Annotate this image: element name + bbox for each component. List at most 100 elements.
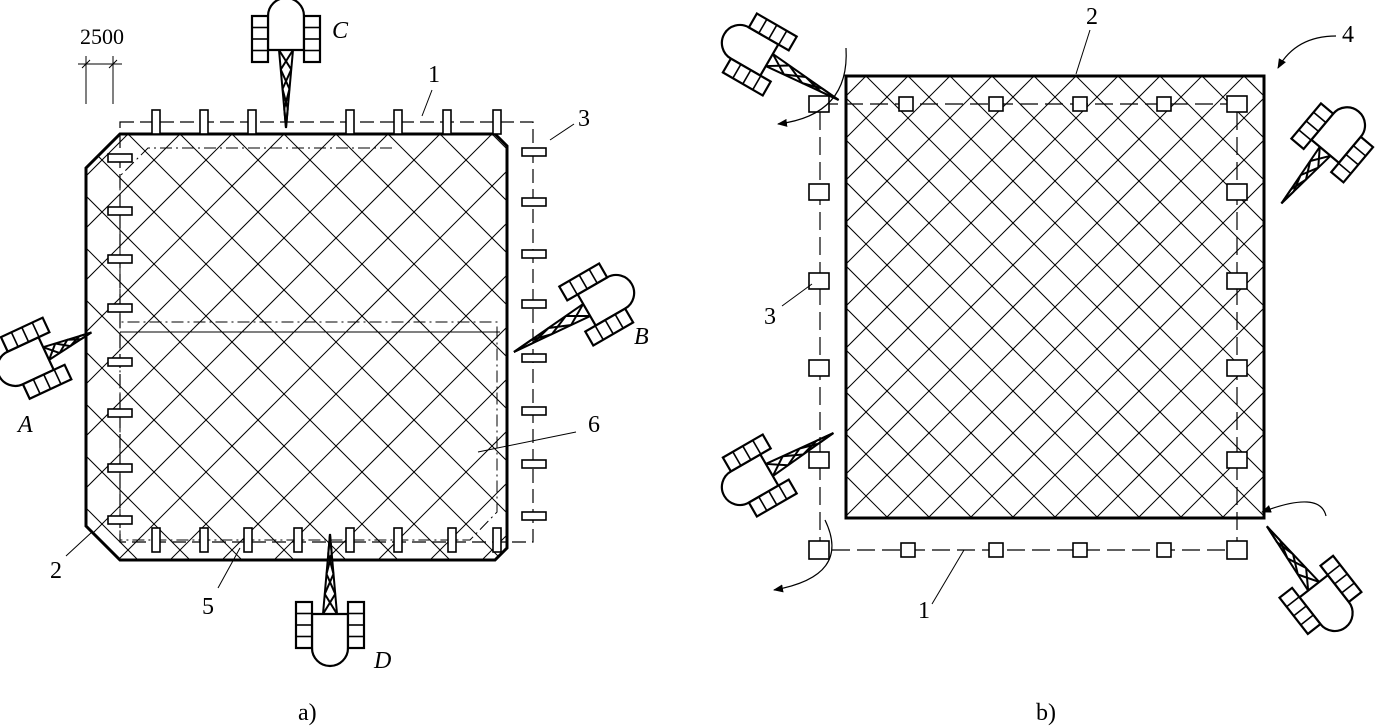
supports-b [808, 95, 1248, 560]
boom-lacing [1266, 525, 1281, 541]
support-block [808, 359, 830, 377]
diagram-b: 2 1 3 4 b) [298, 4, 1384, 726]
support-block [393, 527, 403, 553]
hatch-line [969, 223, 1264, 518]
hatch-line [846, 76, 1203, 433]
crane-group [720, 432, 834, 518]
callout-4-b: 4 [1342, 22, 1354, 48]
boom-lacing [323, 593, 338, 615]
track-link [778, 484, 788, 500]
hatch-line [86, 134, 493, 560]
support-block [521, 353, 547, 363]
boom-lacing [817, 432, 834, 445]
boom-lacing [816, 432, 834, 442]
support-block [521, 299, 547, 309]
boom-lacing [323, 573, 335, 595]
hatch-line [298, 76, 740, 518]
crane-bottom-left [720, 432, 834, 518]
crane-boom [278, 49, 294, 129]
crane-group [0, 316, 92, 401]
boom-lacing [532, 327, 550, 344]
support-block [521, 249, 547, 259]
hatch-line [865, 76, 1264, 475]
hatch-line [335, 134, 507, 560]
hatch-line [856, 134, 1282, 560]
hatch-line [283, 134, 507, 560]
hatch-line [846, 76, 1119, 349]
boom-lacing [787, 447, 801, 466]
boom-lacing [55, 342, 71, 348]
dimension-2500 [78, 56, 122, 104]
track-link [778, 30, 788, 46]
callout-2-b: 2 [1086, 4, 1098, 30]
boom-lacing [48, 343, 57, 361]
support-outline-a [119, 121, 534, 543]
supports-a [107, 109, 547, 553]
hatch-line [387, 134, 507, 560]
support-block [521, 459, 547, 469]
crane-label-b: B [634, 324, 649, 350]
track-link [614, 313, 624, 329]
track-link [748, 13, 758, 28]
hatch-line [429, 134, 507, 560]
hatch-line [169, 134, 507, 560]
support-block [247, 109, 257, 135]
support-block [199, 527, 209, 553]
crane-cab [266, 0, 306, 52]
boom-lacing [1290, 178, 1307, 191]
hatch-line [1053, 307, 1264, 518]
crane-track-left [0, 316, 51, 354]
crane-group [1266, 525, 1363, 636]
support-block [900, 542, 916, 558]
hatch-line [846, 76, 1035, 265]
track-link [1300, 614, 1314, 626]
support-block [988, 96, 1004, 112]
hatch-line [340, 76, 782, 518]
track-link [722, 58, 732, 73]
crane-track-right [721, 57, 773, 97]
crane-c [250, 0, 322, 129]
crane-top-right [1280, 101, 1375, 205]
hatch-line [86, 134, 181, 560]
hatch-line [1179, 433, 1264, 518]
callout-6-a: 6 [588, 412, 600, 438]
hatch-line [1159, 76, 1264, 181]
crane-d [294, 533, 366, 668]
track-link [624, 308, 634, 323]
boom-lacing [551, 315, 567, 335]
support-block [243, 527, 253, 553]
callout-3-a: 3 [578, 106, 590, 132]
crane-a [0, 316, 92, 401]
hatch-line [1370, 76, 1384, 518]
support-block [442, 109, 452, 135]
track-link [1293, 605, 1307, 617]
support-block [107, 153, 133, 163]
boom-lacing [281, 88, 289, 109]
track-link [1305, 120, 1319, 132]
boom-lacing [67, 338, 81, 341]
track-link [594, 325, 604, 341]
boom-lacing [325, 573, 337, 595]
track-link [1286, 596, 1300, 608]
support-block [521, 147, 547, 157]
boom-lacing [765, 64, 790, 68]
track-link [598, 263, 608, 278]
hatch-line [846, 97, 1264, 517]
track-link [1360, 136, 1374, 148]
boom-lacing [1280, 188, 1292, 204]
crane-track-right [1318, 554, 1363, 604]
callout-1-b: 1 [918, 598, 930, 624]
support-block [898, 96, 914, 112]
track-link [1334, 573, 1348, 585]
track-link [43, 374, 52, 390]
boom-lacing [805, 76, 822, 93]
rotation-arrows-b [773, 35, 1337, 593]
hatch-line [86, 134, 399, 560]
boom-lacing [788, 64, 804, 84]
crane-cab [576, 273, 636, 328]
track-link [748, 502, 758, 517]
crane-track-right [21, 363, 73, 401]
hatch-line [648, 134, 1074, 560]
boom-lacing [513, 339, 532, 353]
